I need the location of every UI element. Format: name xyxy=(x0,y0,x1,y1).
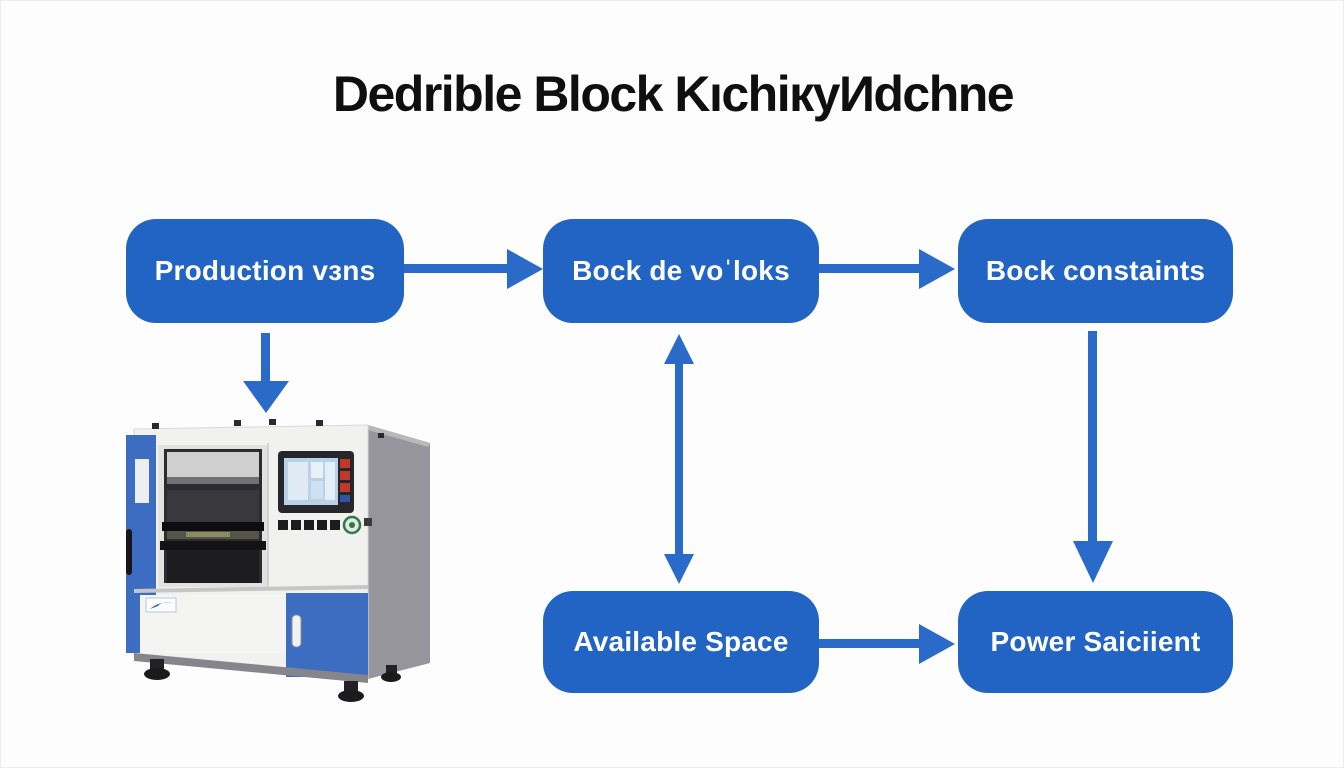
node-label: Available Space xyxy=(573,626,789,657)
machine-lower-panel xyxy=(140,595,286,653)
block-machine-illustration xyxy=(126,419,430,702)
arrow-production-to-volumes-icon xyxy=(404,249,543,289)
arrow-constraints-to-power-icon xyxy=(1073,331,1113,583)
node-label: Bock constaints xyxy=(985,255,1206,286)
machine-press-cavity xyxy=(158,445,268,587)
node-label: Production vɜns xyxy=(154,255,376,286)
node-available-space: Available Space xyxy=(543,591,819,693)
node-power-sufficient: Power Saiciient xyxy=(958,591,1233,693)
node-production-vans: Production vɜns xyxy=(126,219,404,323)
node-block-volumes: Bock de voˈloks xyxy=(543,219,819,323)
arrow-volumes-availablespace-double-icon xyxy=(664,334,694,584)
machine-control-buttons xyxy=(278,515,372,535)
node-label: Bock de voˈloks xyxy=(572,255,790,286)
machine-control-screen xyxy=(278,451,354,513)
node-block-constraints: Bock constaints xyxy=(958,219,1233,323)
node-label: Power Saiciient xyxy=(990,626,1201,657)
arrow-volumes-to-constraints-icon xyxy=(819,249,955,289)
machine-lower-door xyxy=(286,593,368,677)
diagram-title: Dedrible Block KıchiкyИdchne xyxy=(332,66,1015,122)
machine-top-bolts xyxy=(152,419,384,438)
arrow-production-to-machine-icon xyxy=(243,333,289,413)
machine-feet xyxy=(144,659,401,702)
arrow-space-to-power-icon xyxy=(819,624,955,664)
